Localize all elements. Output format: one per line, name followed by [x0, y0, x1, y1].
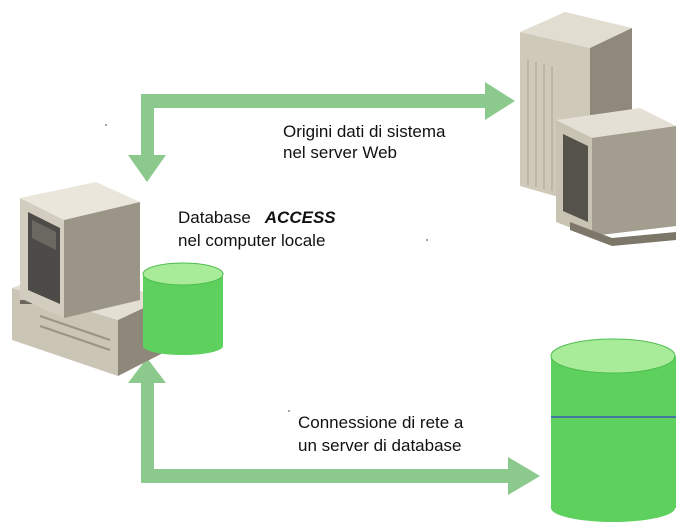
arrow-local-to-web-server: [128, 82, 515, 182]
network-label-line1: Connessione di rete a: [298, 413, 464, 432]
web-server-icon: [520, 12, 676, 246]
local-db-word: Database: [178, 208, 251, 227]
access-label: ACCESS: [264, 208, 336, 227]
local-database-icon: [142, 262, 224, 355]
local-db-label-line2: nel computer locale: [178, 231, 326, 250]
database-server-icon: [550, 338, 676, 522]
web-server-label-line2: nel server Web: [283, 143, 398, 162]
arrow-local-to-db-server: [128, 358, 540, 495]
desktop-computer-icon: [12, 182, 165, 376]
local-db-label-line1: Database ACCESS: [178, 207, 336, 228]
network-label-line2: un server di database: [298, 436, 462, 455]
web-server-label-line1: Origini dati di sistema: [283, 122, 446, 141]
